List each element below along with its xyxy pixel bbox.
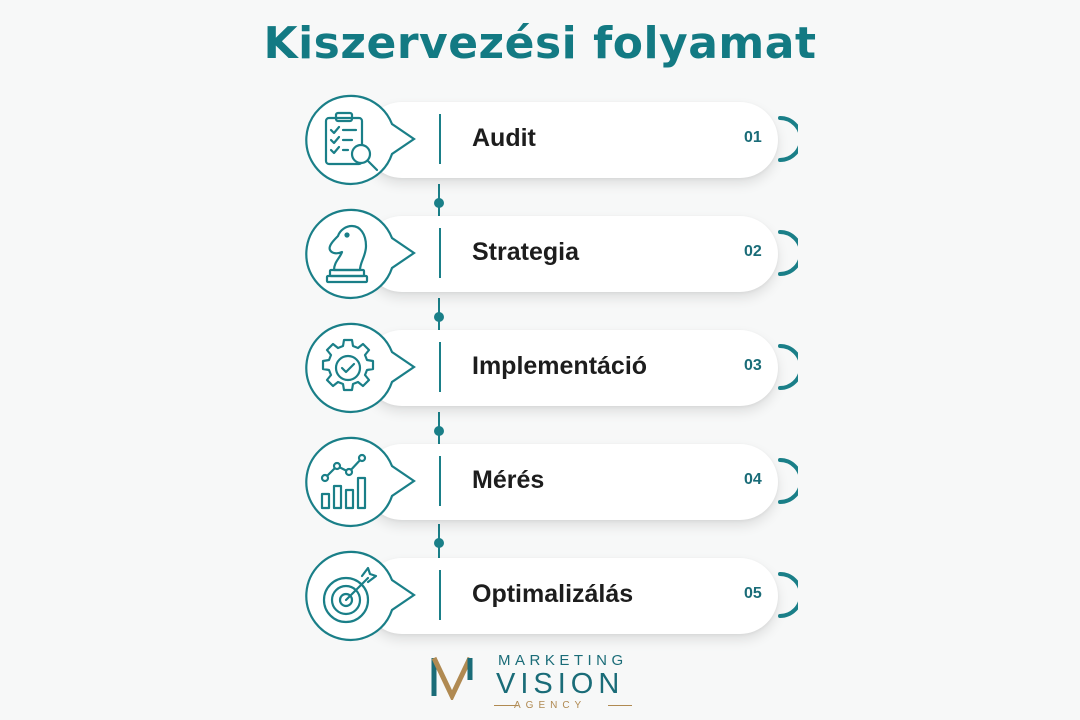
icon-badge [305, 208, 416, 300]
step-divider [439, 456, 441, 506]
step-card [364, 102, 778, 178]
logo-text-vision: VISION [496, 668, 625, 700]
step-strategia: Strategia 02 [0, 204, 1080, 300]
step-label: Audit [472, 124, 536, 152]
step-arc [778, 116, 798, 162]
step-number: 03 [744, 357, 762, 374]
step-audit: Audit 01 [0, 90, 1080, 186]
step-arc [778, 572, 798, 618]
step-number: 04 [744, 471, 762, 488]
step-number: 02 [744, 243, 762, 260]
step-arc [778, 230, 798, 276]
gear-check-icon [321, 338, 375, 392]
connector-dot [434, 538, 444, 548]
step-arc [778, 344, 798, 390]
mv-logo-icon [431, 656, 473, 700]
connector-dot [434, 198, 444, 208]
icon-badge [305, 550, 416, 642]
step-card [364, 444, 778, 520]
step-label: Mérés [472, 466, 545, 494]
step-number: 05 [744, 585, 762, 602]
agency-logo: MARKETING VISION AGENCY [430, 650, 670, 711]
step-meres: Mérés 04 [0, 432, 1080, 528]
step-label: Implementáció [472, 352, 648, 380]
step-divider [439, 570, 441, 620]
logo-rule-right [608, 705, 632, 706]
page-title: Kiszervezési folyamat [263, 18, 817, 69]
step-card [364, 216, 778, 292]
step-card [364, 330, 778, 406]
step-label: Strategia [472, 238, 579, 266]
step-divider [439, 342, 441, 392]
bar-chart-trend-icon [320, 453, 367, 510]
logo-text-marketing: MARKETING [498, 652, 628, 669]
icon-badge [305, 322, 416, 414]
step-card [364, 558, 778, 634]
logo-rule-left [494, 705, 518, 706]
step-implementacio: Implementáció 03 [0, 318, 1080, 414]
step-label: Optimalizálás [472, 580, 634, 608]
target-arrow-icon [322, 566, 378, 624]
logo-text-agency: AGENCY [514, 700, 587, 711]
step-optimalizalas: Optimalizálás 05 [0, 546, 1080, 642]
step-number: 01 [744, 129, 762, 146]
icon-badge [305, 436, 416, 528]
step-divider [439, 228, 441, 278]
step-divider [439, 114, 441, 164]
clipboard-magnifier-icon [324, 111, 379, 172]
connector-dot [434, 426, 444, 436]
connector-dot [434, 312, 444, 322]
step-arc [778, 458, 798, 504]
chess-knight-icon [325, 224, 369, 284]
icon-badge [305, 94, 416, 186]
